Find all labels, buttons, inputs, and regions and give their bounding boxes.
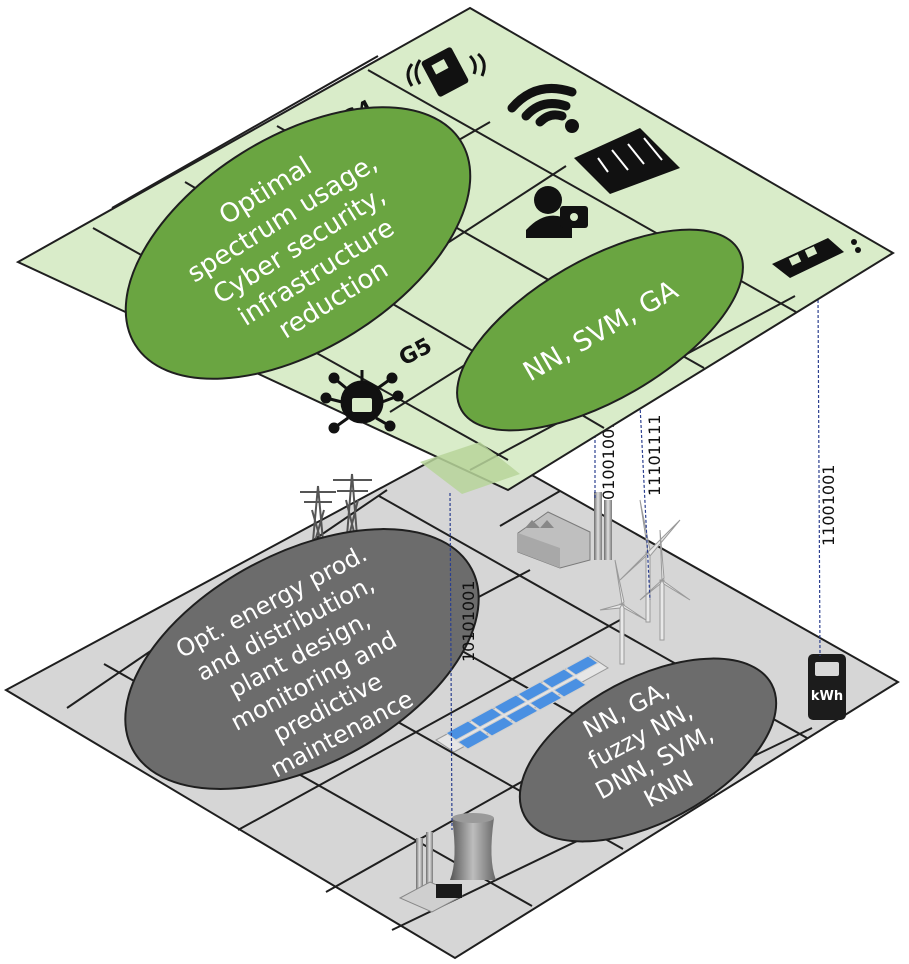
top-large-ellipse: Optimal spectrum usage, Cyber security, … (124, 106, 472, 380)
solar-panel-icon (435, 655, 609, 753)
binary-2: 01001001 (599, 419, 618, 500)
binary-4: 11001001 (819, 465, 838, 546)
bottom-large-ellipse: Opt. energy prod. and distribution, plan… (124, 528, 480, 790)
iot-device-icon (406, 47, 486, 97)
bottom-plane (3, 438, 900, 960)
cyber-virus-lock-icon (320, 370, 404, 434)
highlight-cell (420, 442, 520, 494)
power-plant-icon (398, 813, 496, 913)
binary-labels: 10101001 01001001 11101111 11001001 (459, 415, 838, 662)
top-plane (15, 6, 895, 492)
user-lock-icon (526, 186, 588, 238)
bottom-layer: kWh Opt. energy prod. and distribution, … (3, 438, 900, 960)
wifi-icon (507, 83, 579, 133)
top-small-ellipse: NN, SVM, GA (456, 228, 744, 432)
meter-label: kWh (811, 689, 843, 704)
connector-icon (772, 238, 861, 278)
top-layer: G4 G5 Optimal spectrum usage, Cyber secu… (15, 6, 895, 494)
binary-3: 11101111 (645, 415, 664, 496)
binary-1: 10101001 (459, 581, 478, 662)
bottom-small-ellipse: NN, GA, fuzzy NN, DNN, SVM, KNN (518, 657, 778, 843)
smart-meter-icon: kWh (808, 654, 846, 720)
circuit-chip-icon (574, 128, 680, 194)
factory-icon (517, 492, 612, 569)
